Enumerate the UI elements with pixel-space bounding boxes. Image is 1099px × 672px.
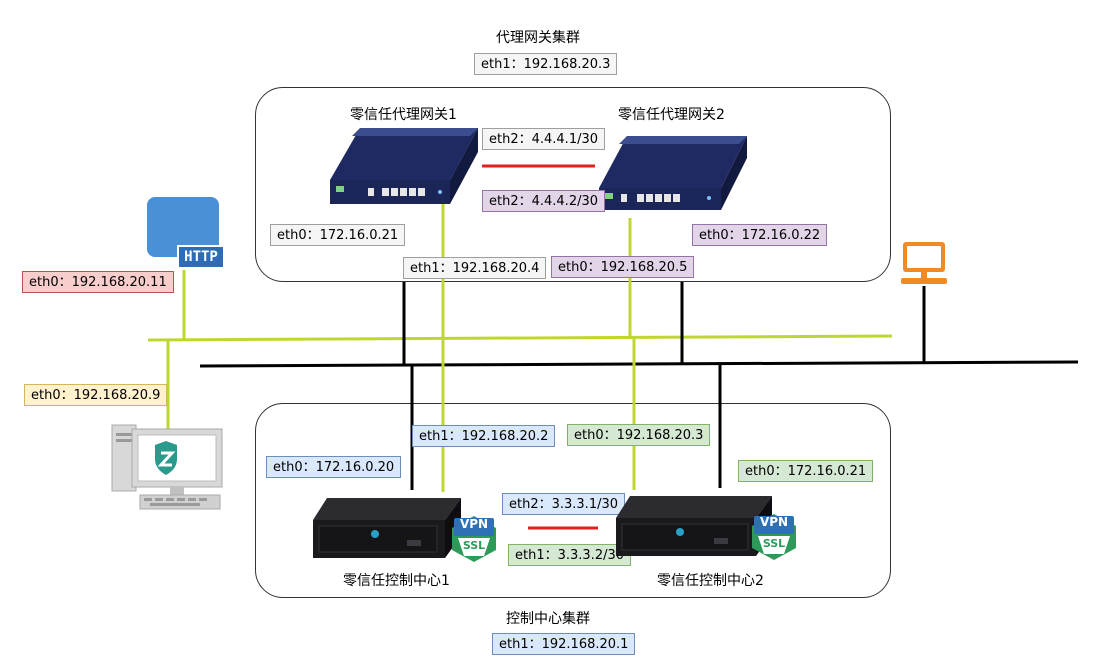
center1-ssl-label: SSL — [462, 539, 486, 552]
gateway2-name: 零信任代理网关2 — [618, 107, 725, 123]
center1-eth1: eth1：192.168.20.2 — [412, 425, 556, 447]
center1-vpn-ssl-icon — [452, 516, 496, 562]
gateway1-eth2: eth2：4.4.4.1/30 — [482, 128, 606, 150]
terminal-pc-icon — [901, 242, 947, 284]
control-cluster-box — [255, 403, 891, 598]
gateway1-device-icon — [330, 128, 478, 204]
control-cluster-title: 控制中心集群 — [506, 611, 590, 627]
gateway1-eth1: eth1：192.168.20.4 — [403, 257, 547, 279]
center2-vpn-label: VPN — [759, 515, 789, 529]
http-label: HTTP — [179, 247, 223, 267]
gateway2-device-icon — [599, 136, 747, 210]
control-cluster-eth1: eth1：192.168.20.1 — [492, 633, 636, 655]
proxy-cluster-title: 代理网关集群 — [496, 30, 580, 46]
center2-ssl-label: SSL — [762, 537, 786, 550]
center2-device-icon — [616, 496, 772, 556]
client-pc-eth0: eth0：192.168.20.9 — [24, 384, 168, 406]
client-pc-icon — [111, 424, 223, 510]
proxy-cluster-eth1: eth1：192.168.20.3 — [474, 53, 618, 75]
http-server-eth0: eth0：192.168.20.11 — [22, 271, 174, 293]
gateway2-eth1: eth0：192.168.20.5 — [551, 256, 695, 278]
gateway1-name: 零信任代理网关1 — [350, 107, 457, 123]
center1-name: 零信任控制中心1 — [343, 573, 450, 589]
center2-eth1: eth0：192.168.20.3 — [567, 424, 711, 446]
gateway2-eth2: eth2：4.4.4.2/30 — [482, 190, 606, 212]
center1-eth0: eth0：172.16.0.20 — [266, 456, 402, 478]
center2-vpn-ssl-icon — [752, 514, 796, 560]
http-server-icon: HTTP — [147, 197, 225, 271]
center2-eth0: eth0：172.16.0.21 — [738, 460, 874, 482]
center2-name: 零信任控制中心2 — [657, 573, 764, 589]
proxy-cluster-box — [255, 87, 891, 282]
green-network-bus — [147, 334, 893, 342]
center2-eth2: eth1：3.3.3.2/30 — [508, 544, 632, 566]
black-network-bus — [199, 360, 1079, 368]
center1-eth2: eth2：3.3.3.1/30 — [502, 493, 626, 515]
center1-vpn-label: VPN — [459, 517, 489, 531]
gateway1-eth0: eth0：172.16.0.21 — [270, 224, 406, 246]
gateway2-eth0: eth0：172.16.0.22 — [692, 224, 828, 246]
